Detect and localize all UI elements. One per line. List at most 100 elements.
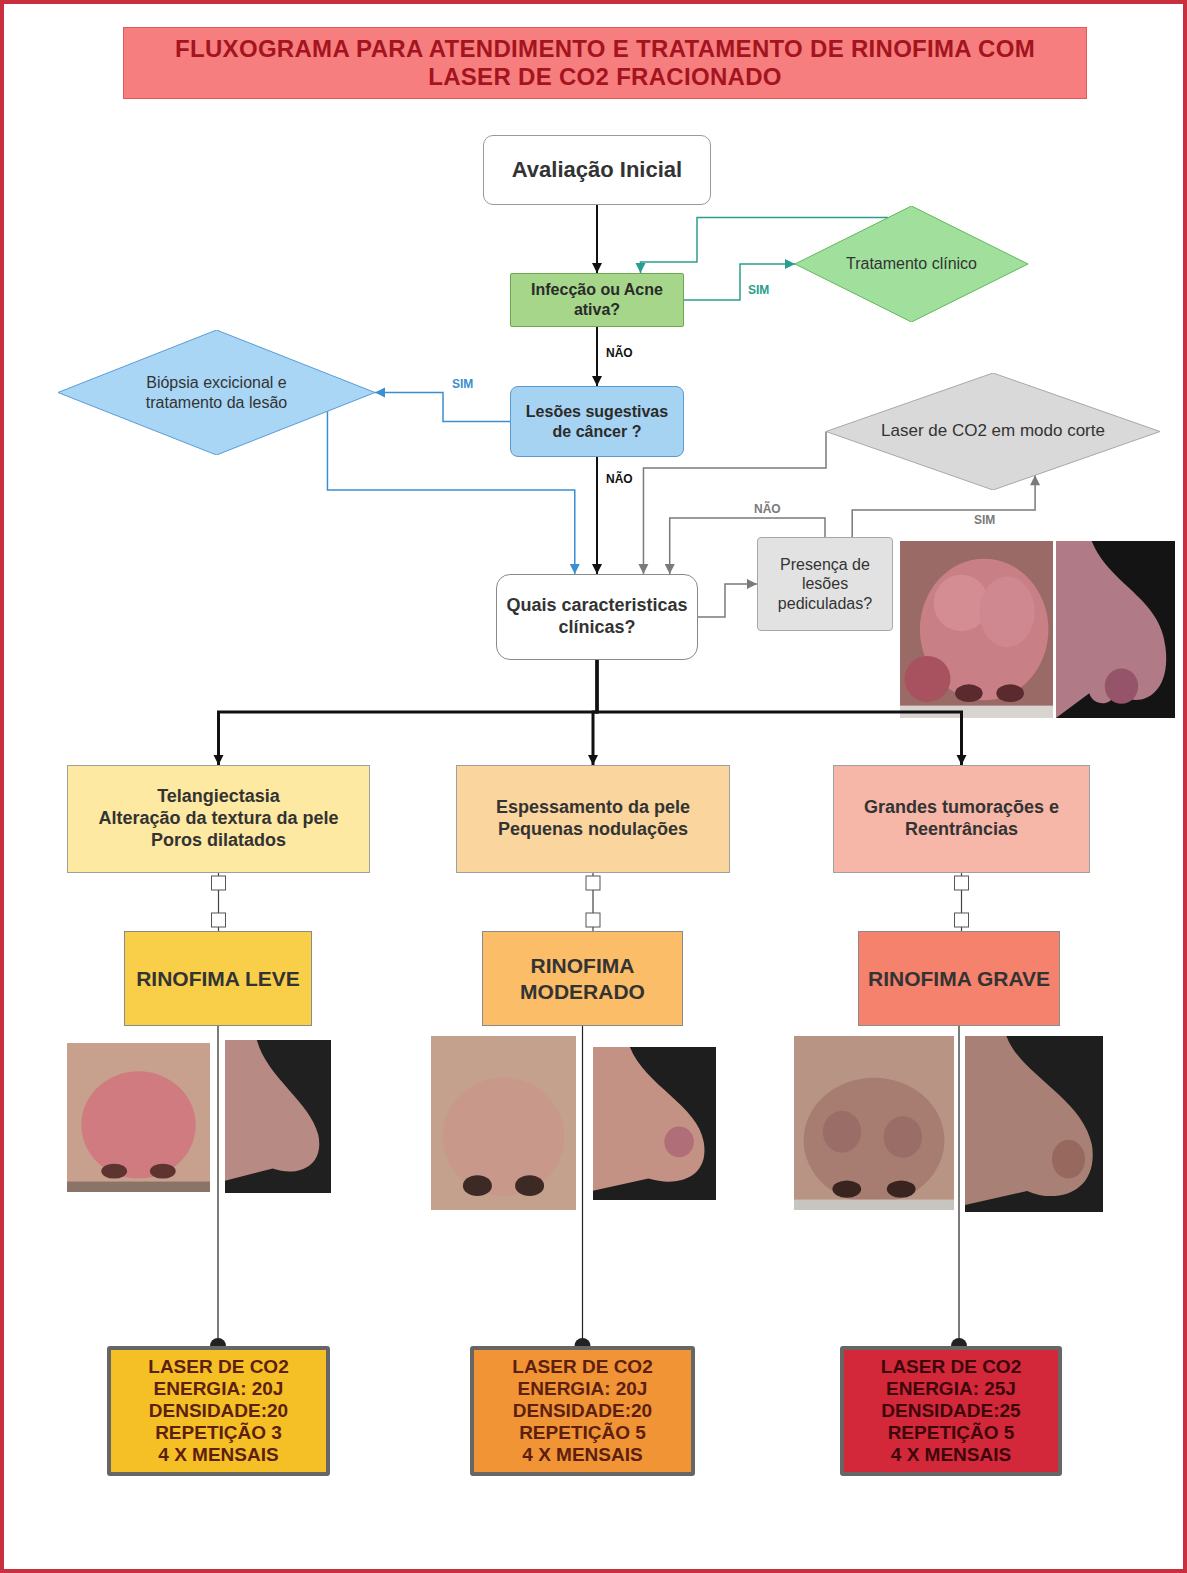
node-text: ENERGIA: 25J (850, 1378, 1052, 1400)
text-wrap: LASER DE CO2ENERGIA: 20JDENSIDADE:20REPE… (117, 1356, 320, 1465)
connector-line (582, 1026, 583, 1346)
arrow-head (957, 755, 967, 765)
node-text: Biópsia excicional e tratamento da lesão (122, 373, 312, 412)
text-wrap: RINOFIMA GRAVE (865, 966, 1053, 992)
node-text: Quais caracteristicas clínicas? (506, 595, 689, 639)
feature-box: Espessamento da pelePequenas nodulações (456, 765, 730, 873)
connector-square (955, 876, 969, 890)
text-wrap: Presença de lesões pediculadas? (764, 555, 886, 614)
node-text: LASER DE CO2 (850, 1356, 1052, 1378)
connector (684, 259, 795, 300)
diamond-outline (58, 330, 375, 455)
node-text: Alteração da textura da pele (74, 808, 363, 830)
node-text: RINOFIMA LEVE (131, 966, 305, 992)
node-text: DENSIDADE:20 (480, 1400, 685, 1422)
node-text: Telangiectasia (74, 786, 363, 808)
text-wrap: TelangiectasiaAlteração da textura da pe… (74, 786, 363, 852)
arrow-head (747, 579, 757, 589)
feature-box: Grandes tumorações e Reentrâncias (833, 765, 1090, 873)
text-wrap: RINOFIMA MODERADO (489, 953, 676, 1004)
arrow-head (665, 564, 675, 574)
node-text: REPETIÇÃO 5 (480, 1422, 685, 1444)
nose-photo (1056, 541, 1175, 718)
arrow-head (214, 755, 224, 765)
laser-params-box: LASER DE CO2ENERGIA: 25JDENSIDADE:25REPE… (840, 1346, 1062, 1476)
laser-params-box: LASER DE CO2ENERGIA: 20JDENSIDADE:20REPE… (107, 1346, 330, 1476)
connector-line (596, 457, 598, 574)
nose-photo (794, 1036, 954, 1210)
diamond-shape (58, 330, 375, 455)
node-text: 4 X MENSAIS (850, 1444, 1052, 1466)
text-wrap: RINOFIMA LEVE (131, 966, 305, 992)
decision-box: Lesões sugestivas de câncer ? (510, 386, 684, 457)
arrow-head (638, 564, 648, 574)
node-text: DENSIDADE:25 (850, 1400, 1052, 1422)
nose-photo (593, 1047, 716, 1200)
connector-line (958, 1026, 959, 1346)
connector (214, 660, 598, 765)
text-wrap: Espessamento da pelePequenas nodulações (463, 797, 723, 841)
edge-label: SIM (450, 378, 475, 390)
node-text: Poros dilatados (74, 830, 363, 852)
arrow-head (592, 376, 602, 386)
severity-box: RINOFIMA LEVE (124, 931, 312, 1026)
connector (597, 660, 967, 765)
connector-line (596, 205, 598, 273)
laser-params-box: LASER DE CO2ENERGIA: 20JDENSIDADE:20REPE… (470, 1346, 695, 1476)
connector-square (212, 876, 226, 890)
text-wrap: LASER DE CO2ENERGIA: 25JDENSIDADE:25REPE… (850, 1356, 1052, 1465)
laser-cut-diamond: Laser de CO2 em modo corte (826, 373, 1160, 490)
connector (210, 1026, 226, 1354)
connector-line (684, 264, 795, 300)
connector (375, 388, 510, 422)
arrow-head (592, 263, 602, 273)
question-box: Quais caracteristicas clínicas? (496, 574, 698, 660)
connector-square (586, 876, 600, 890)
text-wrap: Infecção ou Acne ativa? (517, 280, 677, 319)
feature-box: TelangiectasiaAlteração da textura da pe… (67, 765, 370, 873)
connector-square (586, 913, 600, 927)
title-text: FLUXOGRAMA PARA ATENDIMENTO E TRATAMENTO… (134, 35, 1076, 90)
connector (592, 327, 602, 386)
connector (592, 457, 602, 574)
text-wrap: Quais caracteristicas clínicas? (506, 595, 689, 639)
arrow-head (588, 755, 598, 765)
title-band: FLUXOGRAMA PARA ATENDIMENTO E TRATAMENTO… (123, 27, 1087, 99)
decision-box: Presença de lesões pediculadas? (757, 537, 893, 631)
node-text: Pequenas nodulações (463, 819, 723, 841)
arrow-head (636, 263, 646, 273)
text-wrap: Biópsia excicional e tratamento da lesão (122, 373, 312, 412)
connector-line (597, 660, 962, 765)
text-wrap: LASER DE CO2ENERGIA: 20JDENSIDADE:20REPE… (480, 1356, 685, 1465)
text-wrap: Tratamento clínico (833, 254, 991, 274)
connector (698, 579, 757, 617)
diamond-outline (795, 206, 1028, 322)
node-text: Espessamento da pele (463, 797, 723, 819)
arrow-head (592, 564, 602, 574)
diamond-outline (826, 373, 1160, 490)
node-text: Avaliação Inicial (493, 157, 702, 184)
connector-line (698, 584, 757, 617)
arrow-head (570, 564, 580, 574)
nose-photo (431, 1036, 576, 1210)
arrow-head (375, 388, 385, 398)
severity-box: RINOFIMA MODERADO (482, 931, 683, 1026)
edge-label: NÃO (752, 503, 783, 515)
node-text: Lesões sugestivas de câncer ? (517, 402, 677, 441)
node-text: Grandes tumorações e Reentrâncias (840, 797, 1083, 841)
node-text: 4 X MENSAIS (117, 1444, 320, 1466)
node-text: ENERGIA: 20J (117, 1378, 320, 1400)
severity-box: RINOFIMA GRAVE (858, 931, 1060, 1026)
edge-label: NÃO (604, 473, 635, 485)
connector-line (375, 393, 510, 422)
connector (852, 475, 1040, 537)
connector (586, 873, 600, 931)
connector (212, 873, 226, 931)
decision-box: Infecção ou Acne ativa? (510, 273, 684, 327)
biopsy-diamond: Biópsia excicional e tratamento da lesão (58, 330, 375, 455)
node-text: RINOFIMA MODERADO (489, 953, 676, 1004)
arrow-head (785, 259, 795, 269)
text-wrap: Avaliação Inicial (493, 157, 702, 184)
node-text: REPETIÇÃO 5 (850, 1422, 1052, 1444)
node-text: Presença de lesões pediculadas? (764, 555, 886, 614)
